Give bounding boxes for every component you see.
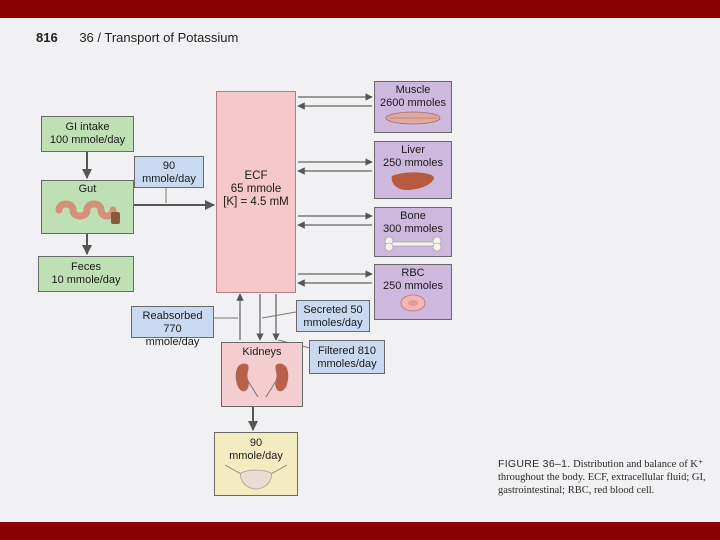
liver-label: Liver [401,144,425,156]
ecf-label: ECF [244,170,268,182]
muscle-value: 2600 mmoles [379,97,447,109]
kidneys-label: Kidneys [242,346,282,358]
page-number: 816 [36,30,58,45]
secreted-callout: Secreted 50 mmoles/day [296,300,370,332]
liver-icon [391,172,434,190]
gi-intake-box: GI intake 100 mmole/day [41,116,134,152]
urine-box: 90 mmole/day [214,432,298,496]
gut-label: Gut [78,183,97,195]
bone-box: Bone 300 mmoles [374,207,452,257]
muscle-box: Muscle 2600 mmoles [374,81,452,133]
figure-label: FIGURE 36–1. [498,458,571,470]
liver-box: Liver 250 mmoles [374,141,452,199]
urine-unit: mmole/day [229,450,283,462]
gi-intake-value: 100 mmole/day [49,134,126,146]
feces-label: Feces [71,261,101,273]
bottom-frame-bar [0,522,720,540]
filtered-unit: mmoles/day [317,358,377,370]
muscle-label: Muscle [395,84,431,96]
secreted-unit: mmoles/day [303,317,363,329]
reabsorbed-label: Reabsorbed 770 [142,310,203,335]
rbc-value: 250 mmoles [383,280,443,292]
red-blood-cell-icon [400,294,426,312]
bladder-icon [224,464,288,490]
reabsorbed-callout: Reabsorbed 770 mmole/day [131,306,214,348]
chapter-title: 36 / Transport of Potassium [79,30,239,45]
gut-box: Gut [41,180,134,234]
kidneys-icon [235,363,289,398]
muscle-icon [385,111,441,125]
liver-value: 250 mmoles [383,157,443,169]
figure-caption: FIGURE 36–1. Distribution and balance of… [498,458,720,497]
feces-box: Feces 10 mmole/day [38,256,134,292]
ecf-amount: 65 mmole [230,183,282,195]
leader-secreted [261,311,297,319]
absorbed-callout: 90 mmole/day [134,156,204,188]
gi-intake-label: GI intake [65,121,110,133]
kidneys-box: Kidneys [221,342,303,407]
filtered-callout: Filtered 810 mmoles/day [309,340,385,374]
top-frame-bar [0,0,720,18]
ecf-concentration: [K] = 4.5 mM [223,196,289,208]
urine-value: 90 [249,437,263,449]
bone-value: 300 mmoles [383,223,443,235]
absorbed-value: 90 [162,160,176,172]
feces-value: 10 mmole/day [51,274,121,286]
reabsorbed-unit: mmole/day [145,336,200,348]
figure-caption-text: Distribution and balance of K⁺ throughou… [498,459,706,496]
page-header: 816 36 / Transport of Potassium [36,30,238,45]
intestine-icon [55,200,120,224]
bone-icon [384,236,442,252]
absorbed-unit: mmole/day [142,173,196,185]
bone-label: Bone [400,210,426,222]
rbc-label: RBC [401,267,425,279]
filtered-label: Filtered 810 [317,345,377,357]
secreted-label: Secreted 50 [303,304,363,316]
rbc-box: RBC 250 mmoles [374,264,452,320]
ecf-box: ECF 65 mmole [K] = 4.5 mM [216,91,296,293]
